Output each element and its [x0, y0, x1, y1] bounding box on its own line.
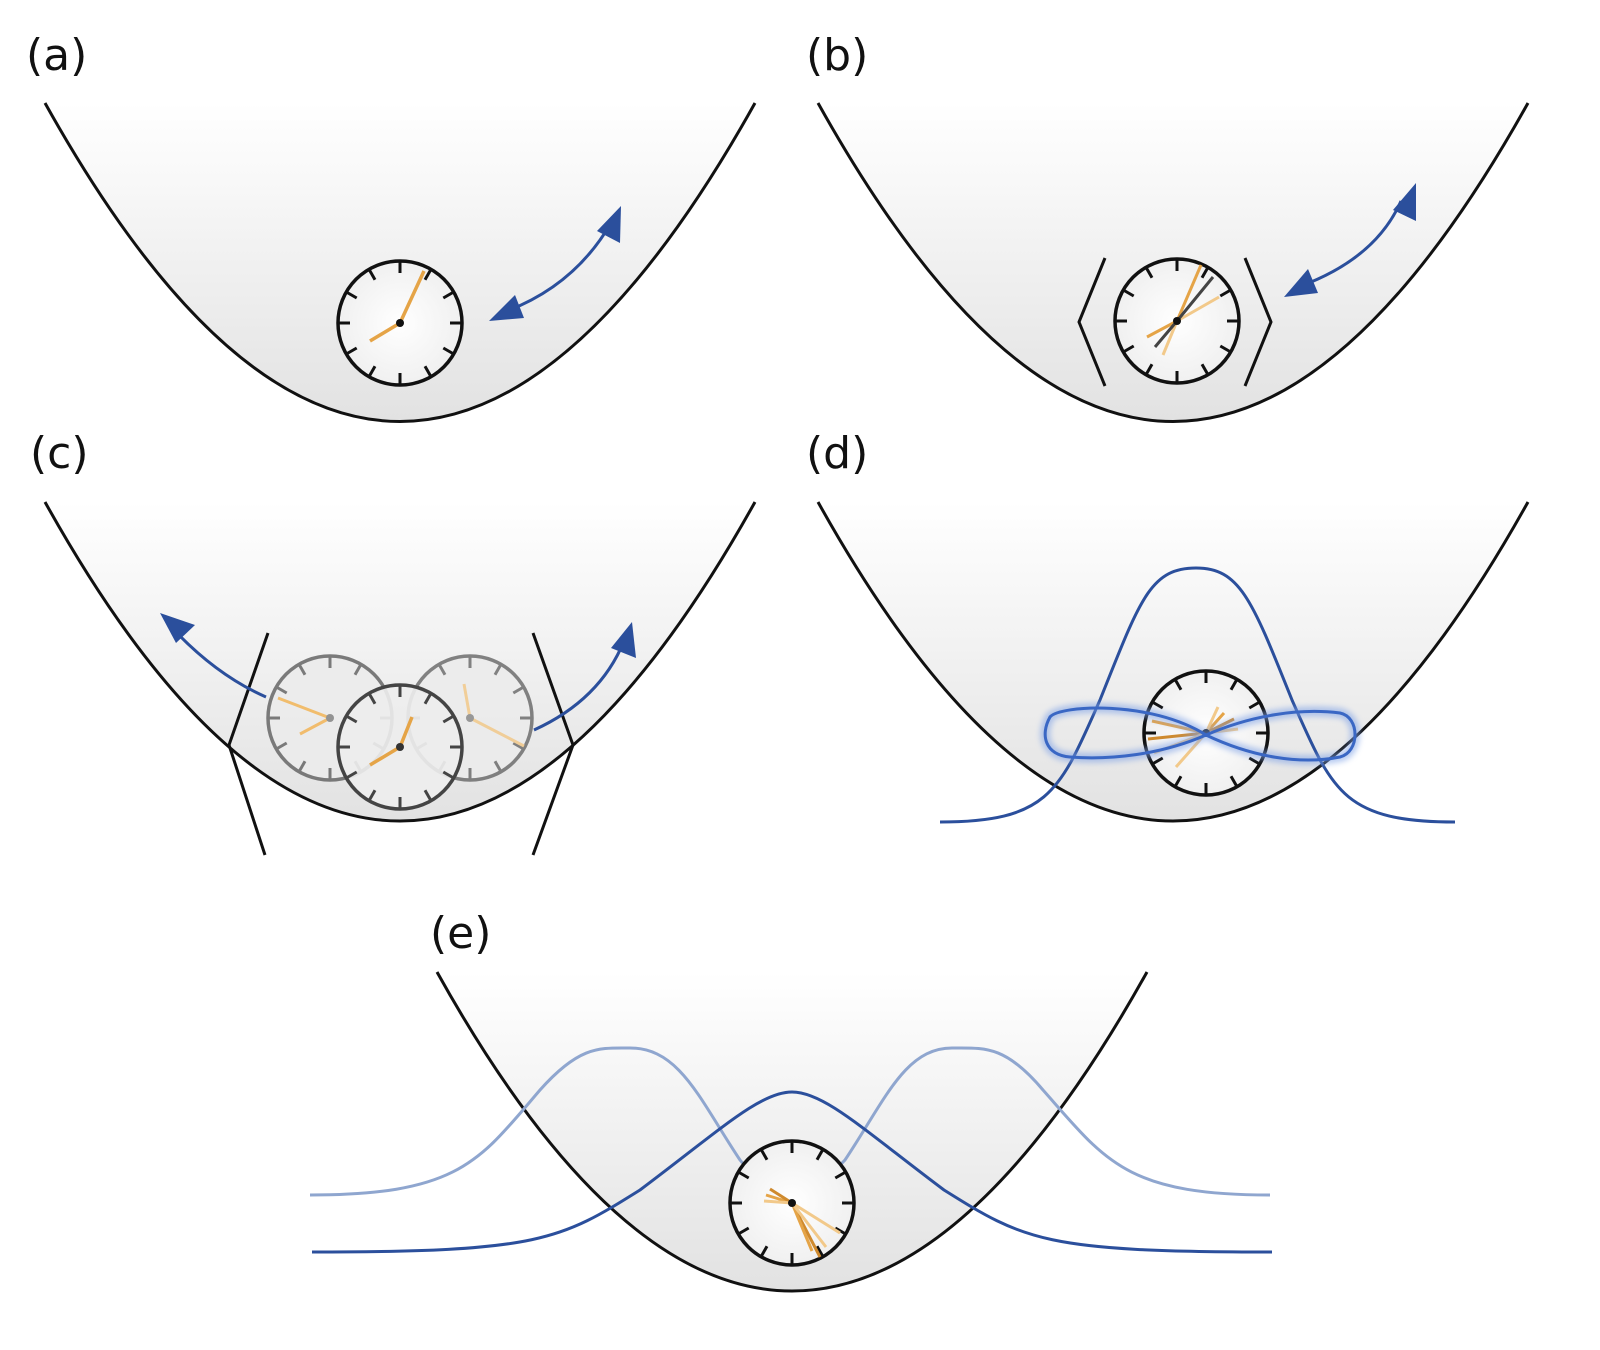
barrier-icon	[1243, 257, 1273, 387]
clock-icon	[336, 683, 464, 811]
panel-c: (c)	[30, 428, 757, 856]
clock-icon	[1113, 257, 1241, 385]
barrier-icon	[531, 632, 575, 856]
panel-label-e: (e)	[430, 908, 491, 959]
panel-label-d: (d)	[806, 428, 868, 479]
panel-label-c: (c)	[30, 428, 89, 479]
arrow-head	[160, 613, 195, 643]
arrow-head	[1393, 183, 1416, 221]
arrow-head	[1284, 269, 1318, 297]
arrow-head	[489, 295, 524, 321]
panel-b: (b)	[806, 30, 1530, 423]
wavefunction-curve	[939, 566, 1456, 824]
barrier-icon	[227, 632, 270, 856]
panel-a: (a)	[26, 30, 757, 423]
panel-e: (e)	[309, 908, 1273, 1293]
wavefunction-curve	[311, 1090, 1273, 1254]
clock-icon	[728, 1139, 856, 1267]
double-arrow-icon	[1300, 200, 1403, 288]
squeezed-loop	[1043, 706, 1357, 762]
potential-well-outline	[43, 501, 757, 823]
arrow-head	[597, 206, 621, 243]
potential-well-outline	[816, 501, 1530, 823]
panel-d: (d)	[806, 428, 1530, 824]
clock-icon	[336, 259, 464, 387]
double-arrow-icon	[506, 222, 613, 313]
barrier-icon	[1077, 257, 1107, 387]
panel-label-a: (a)	[26, 30, 87, 81]
panel-label-b: (b)	[806, 30, 868, 81]
curved-arrow-icon	[173, 629, 267, 699]
potential-well-outline	[43, 102, 757, 423]
potential-well-outline	[435, 971, 1149, 1293]
curved-arrow-icon	[533, 640, 626, 732]
arrow-head	[611, 622, 636, 658]
potential-well-outline	[816, 102, 1530, 423]
